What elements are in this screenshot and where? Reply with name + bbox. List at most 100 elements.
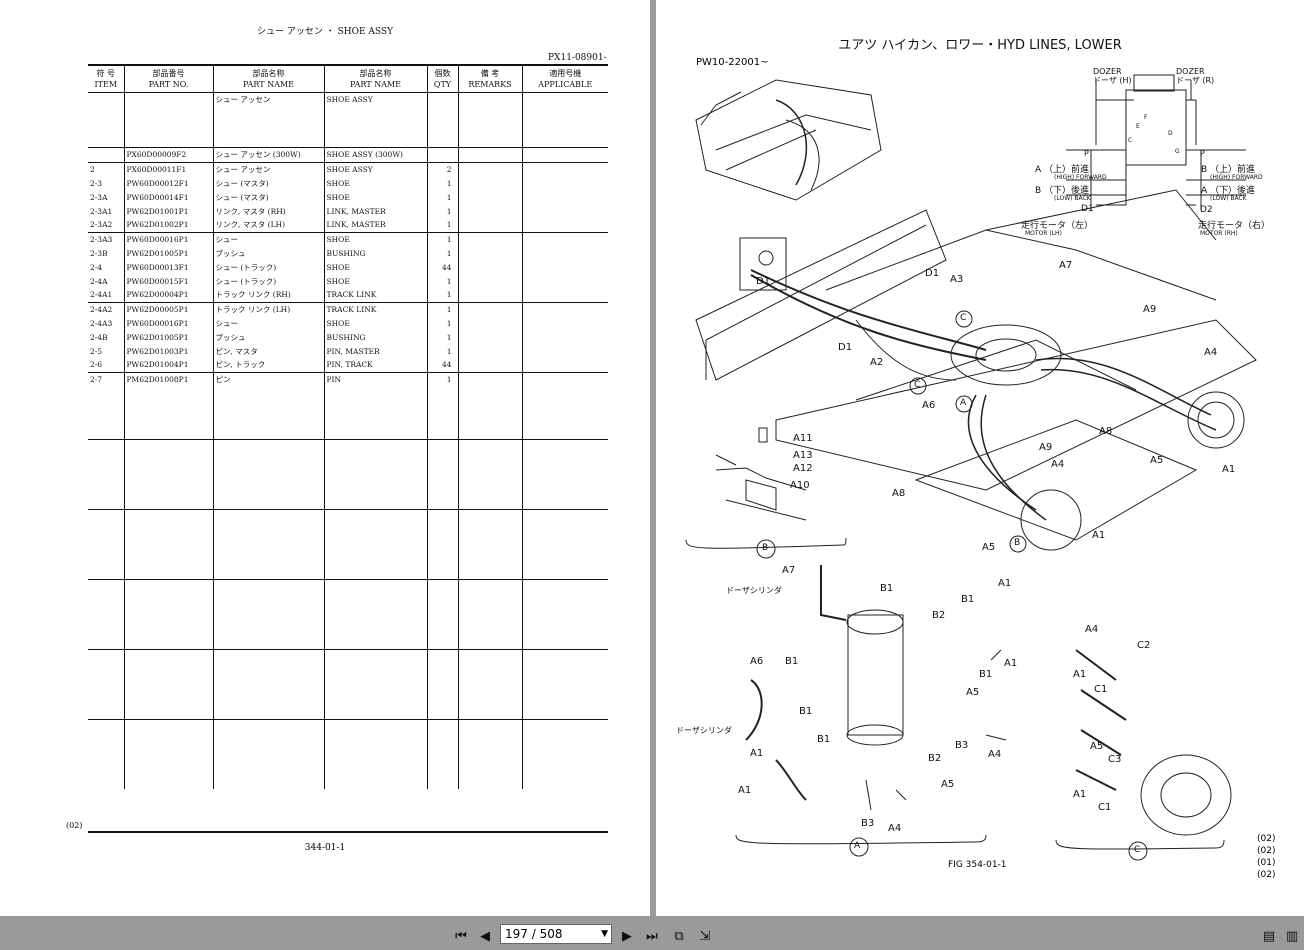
prev-page-icon[interactable]: ◀ [480,928,490,944]
fit-page-icon[interactable]: ⧉ [674,928,684,944]
cell-applicable [521,217,608,233]
callout-b3-a1: B3 [955,740,969,751]
empty-cell [88,438,124,510]
callout-d1: D1 [925,268,940,279]
callout-a5-a1: A5 [966,687,980,698]
first-page-icon[interactable]: ⏮ [455,928,467,944]
cell-remarks [457,176,522,191]
callout-a6-a: A6 [750,656,764,667]
callout-d1-box: D1 [756,276,771,287]
single-page-icon[interactable]: ▤ [1262,928,1276,944]
dozer-cylinder-label-2: ドーザシリンダ [676,726,732,735]
model-code: PX11-08901- [548,53,607,63]
callout-a1-b: A1 [1092,530,1106,541]
fit-width-icon[interactable]: ⇲ [699,928,711,944]
cell-item: 2-3A1 [90,206,113,216]
empty-cell [123,578,213,650]
motor-lh-en: MOTOR (LH) [1025,230,1062,237]
callout-a9: A9 [1143,304,1157,315]
port-d: D [1168,130,1173,137]
cell-qty: 2 [426,161,458,177]
empty-cell [457,438,522,510]
section-label-c [1128,841,1148,861]
empty-cell [521,578,608,650]
empty-cell [457,718,522,789]
cell-part-no: PW60D00016P1 [123,316,213,331]
callout-b1-a1: B1 [880,583,894,594]
viewer-toolbar: ⏮ ◀ 197 / 508 ▼ ▶ ⏭ ⧉ ⇲ ▤ ▥ [0,922,1304,950]
callout-b3-a2: B3 [861,818,875,829]
callout-a5-c: A5 [1090,741,1104,752]
hydraulic-diagram [685,74,1257,861]
last-page-icon[interactable]: ⏭ [646,928,658,944]
cell-name-en: SHOE [323,316,427,331]
empty-cell [521,508,608,580]
callout-a12: A12 [793,463,813,474]
dozer-cylinder-label-1: ドーザシリンダ [726,586,782,595]
page-selector[interactable]: 197 / 508 ▼ [500,924,612,944]
cell-name-jp: シュー [212,316,324,331]
cell-item: 2 [88,161,124,177]
empty-cell [123,508,213,580]
revision-3: (01) [1257,858,1276,868]
cell-part-no: PW62D01004P1 [123,357,213,373]
detail-a-label: A [854,841,861,851]
motor-rh-label: 走行モータ（右） [1198,221,1271,231]
empty-cell [323,648,427,720]
cell-name-jp: シュー (マスタ) [212,190,324,205]
cell-qty: 1 [426,287,458,303]
two-page-icon[interactable]: ▥ [1285,928,1299,944]
cell-part-no: PW62D01005P1 [123,330,213,345]
cell-applicable [521,301,608,317]
revision-1: (02) [1257,834,1276,844]
empty-cell [457,578,522,650]
callout-a6: A6 [922,400,936,411]
cell-applicable [521,204,608,218]
cell-applicable [521,176,608,191]
revision-2: (02) [1257,846,1276,856]
callout-a4: A4 [1204,347,1218,358]
empty-cell [323,438,427,510]
cell-qty: 1 [426,176,458,191]
callout-c1-c2: C1 [1098,802,1112,813]
figure-title: ユアツ ハイカン、ロワー・HYD LINES, LOWER [838,38,1122,53]
cell-qty: 1 [426,330,458,345]
callout-a4-b: A4 [1051,459,1065,470]
callout-a5-b: A5 [982,542,996,553]
cell-item: 2-3A [90,192,108,202]
callout-b-circle: B [1014,538,1021,548]
cell-name-jp: リンク, マスタ (RH) [212,204,324,218]
dozer-r-jp-label: ドーザ (R) [1176,76,1215,85]
a-low-back-label: A （下）後進 [1201,186,1256,196]
cell-item: 2-6 [90,360,103,370]
empty-cell [212,438,324,510]
empty-cell [212,508,324,580]
cell-applicable [521,147,608,163]
empty-cell [323,508,427,580]
cell-name-en: LINK, MASTER [323,217,427,233]
cell-remarks [457,231,522,247]
cell-qty: 1 [426,274,458,288]
cell-item: 2-5 [90,346,103,356]
cell-remarks [457,260,522,275]
cell-name-jp: ブッシュ [212,246,324,261]
table-bottom-rule [88,831,608,833]
hydraulic-schematic [1066,74,1246,210]
d2-label: D2 [1200,205,1213,215]
cell-remarks [457,190,522,205]
empty-cell [426,386,458,440]
cell-applicable [521,287,608,303]
cell-name-jp: ピン [212,371,324,387]
cell-name-jp: ピン, トラック [212,357,324,373]
undercarriage-drawing [695,189,1257,551]
cell-item: 2-4 [90,262,103,272]
empty-cell [426,578,458,650]
callout-a11: A11 [793,433,813,444]
callout-b1-a6: B1 [817,734,831,745]
next-page-icon[interactable]: ▶ [622,928,632,944]
callout-a4-c: A4 [1085,624,1099,635]
